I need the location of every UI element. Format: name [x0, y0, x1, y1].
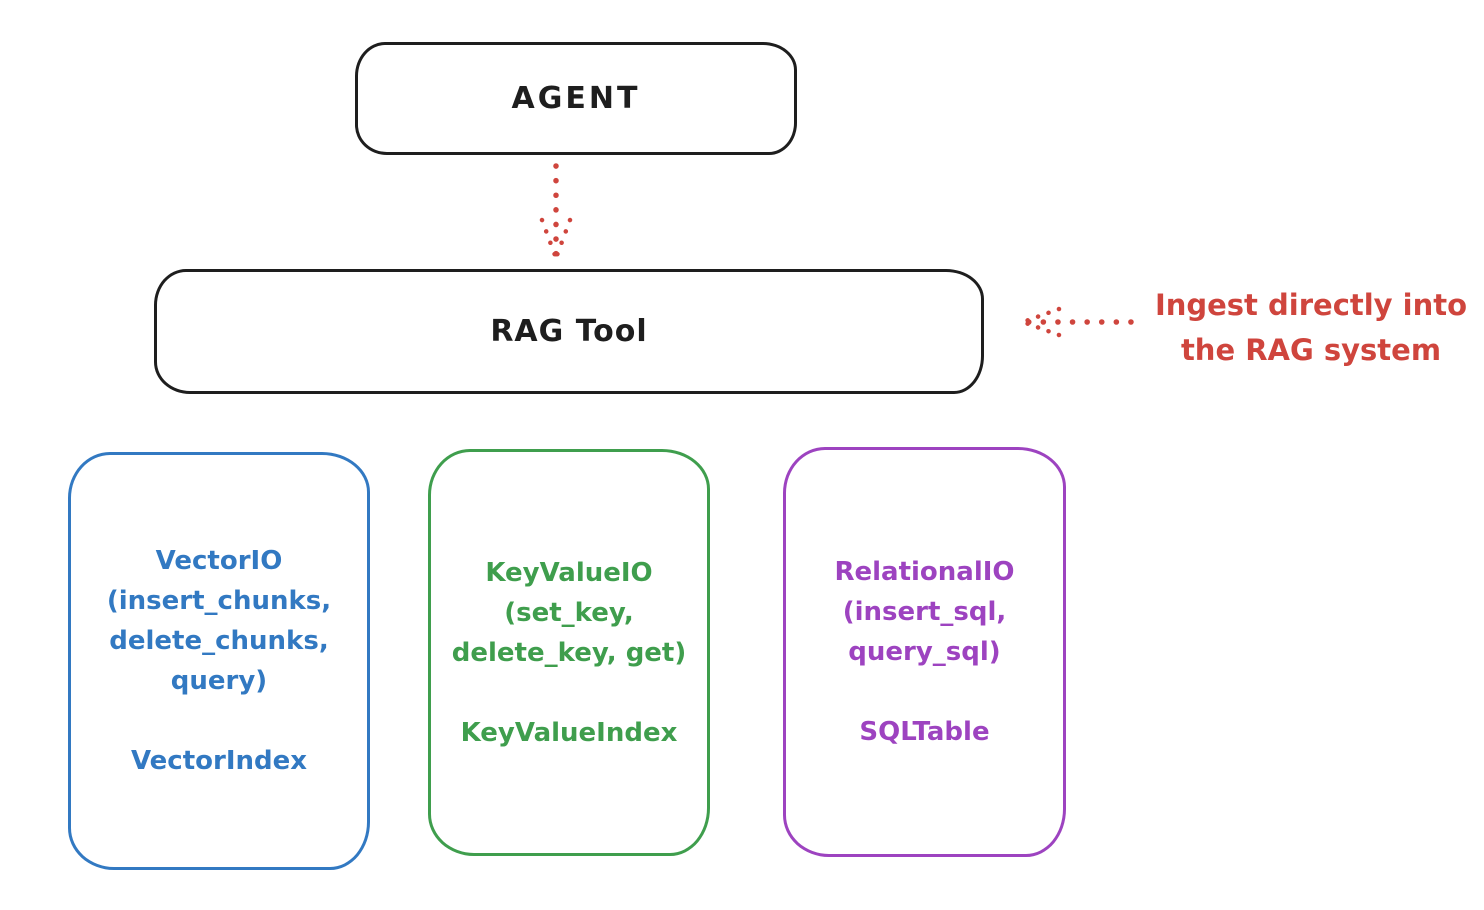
keyvalue-index-label: KeyValueIndex [460, 717, 678, 748]
rag-tool-box: RAG Tool [154, 269, 984, 394]
ingest-annotation: Ingest directly into the RAG system [1138, 283, 1484, 373]
dotted-down-arrow-icon [539, 163, 573, 261]
rag-tool-label: RAG Tool [490, 314, 648, 349]
vector-index-label: VectorIndex [130, 746, 308, 776]
keyvalue-io-box: KeyValueIO (set_key, delete_key, get) Ke… [428, 449, 710, 856]
keyvalue-io-param-line: (set_key, [504, 597, 634, 628]
sql-table-label: SQLTable [859, 717, 990, 747]
relational-io-param-line: (insert_sql, [842, 597, 1007, 627]
agent-label: AGENT [511, 81, 641, 116]
dotted-left-arrow-icon [1020, 306, 1134, 338]
ingest-annotation-line1: Ingest directly into [1154, 288, 1468, 322]
vector-io-param-line: (insert_chunks, [106, 586, 332, 616]
keyvalue-io-param-line: delete_key, get) [451, 637, 687, 668]
vector-io-param-line: delete_chunks, [109, 626, 329, 656]
relational-io-param-line: query_sql) [848, 637, 1001, 667]
keyvalue-io-title: KeyValueIO [485, 557, 653, 588]
ingest-annotation-line2: the RAG system [1180, 333, 1442, 367]
vector-io-box: VectorIO (insert_chunks, delete_chunks, … [68, 452, 370, 870]
relational-io-title: RelationalIO [834, 557, 1015, 587]
vector-io-param-line: query) [170, 666, 268, 696]
vector-io-title: VectorIO [155, 546, 283, 576]
relational-io-box: RelationalIO (insert_sql, query_sql) SQL… [783, 447, 1066, 857]
agent-box: AGENT [355, 42, 797, 155]
